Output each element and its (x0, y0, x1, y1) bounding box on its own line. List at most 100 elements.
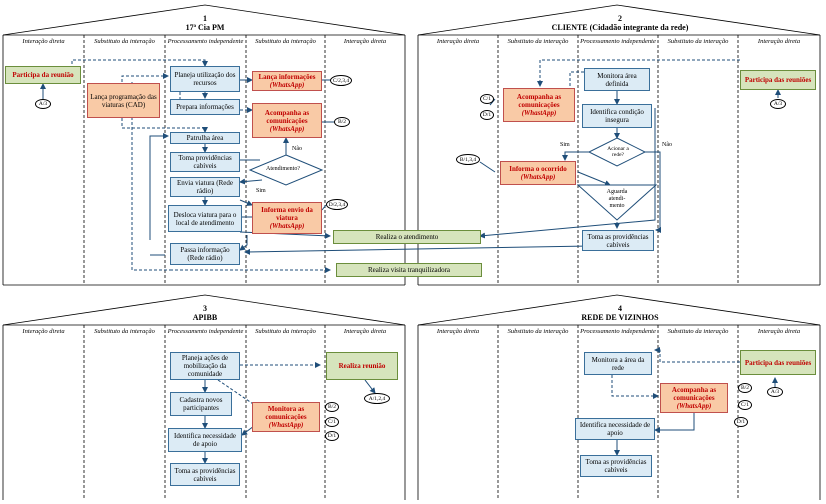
p1-desloca: Desloca viatura para o local de atendime… (168, 205, 242, 232)
connector-c234: C/2,3,4 (330, 75, 352, 86)
label-sim: Sim (256, 188, 266, 194)
panel-number: 4 (618, 304, 622, 313)
lane-header: Substituto da interação (667, 38, 729, 45)
connector-c1: C/1 (480, 94, 494, 104)
lane-header: Processamento independente (167, 328, 244, 335)
connector-d1: D/1 (325, 431, 339, 441)
box-title: Monitora as comunicações (265, 405, 307, 421)
acionar-decision (587, 137, 647, 167)
p1-patrulha: Patrulha área (170, 132, 240, 144)
lane-header: Substituto da interação (507, 38, 569, 45)
decision-label: Atendimento? (266, 166, 300, 172)
p2-participa: Participa das reuniões (740, 70, 816, 90)
p2-informa: Informa o ocorrido(WhatsApp) (500, 161, 576, 185)
connector-b2: B/2 (334, 117, 350, 127)
box-title: Acompanha as comunicações (516, 93, 562, 109)
lane-header: Substituto da interação (94, 328, 155, 335)
lane-header: Substituto da interação (667, 328, 729, 335)
p3-monitora: Monitora as comunicações(WhastApp) (252, 402, 320, 432)
lane-header: Interação direta (343, 328, 387, 335)
p2-acompanha: Acompanha as comunicações(WhastApp) (503, 88, 575, 122)
box-title: Acompanha as comunicações (671, 386, 717, 402)
connector-b2: B/2 (325, 402, 339, 412)
label-sim: Sim (560, 142, 570, 148)
lane-header: Processamento independente (167, 38, 244, 45)
p1-envia: Envia viatura (Rede rádio) (170, 177, 240, 197)
lane-header: Substituto da interação (255, 328, 316, 335)
connector-c1: C/1 (738, 400, 752, 410)
connector-a3: A/3 (767, 387, 783, 397)
label-nao: Não (662, 142, 672, 148)
lane-header: Interação direta (436, 328, 480, 335)
box-channel: (WhatsApp) (269, 124, 305, 133)
box-channel: (WhatsApp) (269, 222, 305, 230)
connector-d1: D/1 (480, 110, 494, 120)
box-channel: (WhastApp) (521, 109, 557, 117)
p1-lanca-programacao: Lança programação das viaturas (CAD) (87, 83, 160, 118)
p4-participa: Participa das reuniões (740, 350, 816, 375)
connector-a3: A/3 (35, 99, 51, 109)
lane-header: Substituto da interação (255, 38, 316, 45)
p1-informa-envio: Informa envio da viatura(WhatsApp) (252, 202, 322, 234)
connector-c1: C/1 (325, 417, 339, 427)
p2-toma: Toma as providências cabíveis (582, 230, 654, 251)
connector-b2: B/2 (738, 383, 752, 393)
p3-toma: Toma as providências cabíveis (170, 463, 240, 486)
box-title: Informa envio da viatura (261, 206, 313, 222)
p3-planeja: Planeja ações de mobilização da comunida… (170, 352, 240, 380)
connector-d234: D/2,3,4 (326, 199, 348, 210)
p4-monitora: Monitora a área da rede (584, 352, 652, 375)
lane-header: Interação direta (343, 38, 387, 45)
lane-header: Interação direta (757, 38, 801, 45)
aguarda-triangle (576, 184, 658, 221)
connector-d1: D/1 (734, 417, 748, 427)
p1-toma: Toma providências cabíveis (170, 152, 240, 172)
p1-realiza-atendimento: Realiza o atendimento (333, 230, 481, 244)
p2-identifica: Identifica condição insegura (582, 104, 652, 128)
box-title: Lança informações (258, 73, 316, 81)
connector-a124: A/1,2,4 (364, 393, 390, 404)
p1-realiza-visita: Realiza visita tranquilizadora (336, 263, 482, 277)
p4-toma: Toma as providências cabíveis (580, 455, 652, 477)
p1-acompanha: Acompanha as comunicações(WhatsApp) (252, 103, 322, 138)
label-nao: Não (292, 146, 302, 152)
p4-acompanha: Acompanha as comunicações(WhatsApp) (660, 383, 728, 413)
panel-number: 1 (203, 14, 207, 23)
p3-identifica: Identifica necessidade de apoio (168, 428, 242, 452)
p1-passa: Passa informação (Rede rádio) (170, 243, 240, 265)
panel-name: 17ª Cia PM (185, 23, 225, 32)
p1-lanca-informacoes: Lança informações(WhatsApp) (252, 71, 322, 91)
box-channel: (WhatsApp) (676, 402, 712, 410)
box-channel: (WhatsApp) (269, 81, 305, 89)
p3-cadastra: Cadastra novos participantes (170, 392, 232, 416)
p1-participa-reuniao: Participa da reunião (5, 66, 81, 84)
lane-header: Interação direta (436, 38, 480, 45)
lane-header: Substituto da interação (507, 328, 569, 335)
lane-header: Interação direta (22, 38, 65, 45)
box-title: Acompanha as comunicações (264, 108, 310, 125)
lane-header: Substituto da interação (94, 38, 155, 45)
p3-realiza-reuniao: Realiza reunião (326, 352, 398, 380)
panel-name: APIBB (192, 313, 218, 322)
p1-prepara: Prepara informações (170, 99, 240, 115)
atendimento-decision (248, 154, 324, 186)
connector-a3: A/3 (770, 99, 786, 109)
box-title: Informa o ocorrido (509, 165, 567, 173)
lane-header: Processamento independente (580, 38, 656, 45)
panel-name: CLIENTE (Cidadão integrante da rede) (551, 23, 689, 32)
connector-b134: B/1,3,4 (456, 154, 480, 165)
p1-planeja: Planeja utilização dos recursos (170, 66, 240, 92)
panel-name: REDE DE VIZINHOS (581, 313, 659, 322)
panel-number: 2 (618, 14, 622, 23)
lane-header: Interação direta (22, 328, 65, 335)
lane-header: Interação direta (757, 328, 801, 335)
triangle-label: Aguarda atendi-mento (606, 189, 628, 209)
lane-header: Processamento independente (580, 328, 656, 335)
p2-monitora: Monitora área definida (584, 68, 650, 91)
decision-label: Acionar a rede? (607, 146, 629, 158)
